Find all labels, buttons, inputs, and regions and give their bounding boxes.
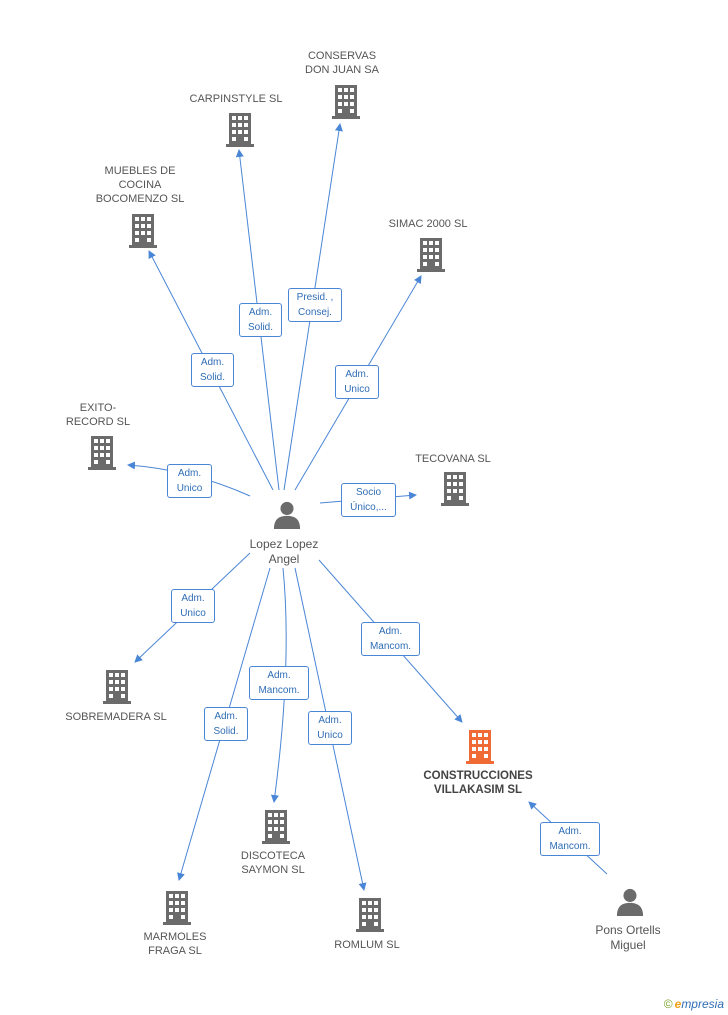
edge-label-romlum[interactable]: Adm. Unico	[308, 711, 352, 745]
company-label-marmoles[interactable]: MARMOLES FRAGA SL	[143, 931, 207, 957]
building-icon-tecovana[interactable]	[441, 472, 469, 506]
person-icon-center[interactable]	[273, 501, 301, 529]
person-label-center[interactable]: Lopez Lopez Angel	[249, 537, 319, 566]
buildings	[88, 85, 469, 932]
edge-label-muebles[interactable]: Adm. Solid.	[191, 353, 234, 387]
edge-label-sobremadera[interactable]: Adm. Unico	[171, 589, 215, 623]
edge-label-conservas[interactable]: Presid. , Consej.	[288, 288, 342, 322]
building-icon-marmoles[interactable]	[163, 891, 191, 925]
brand-name: mpresia	[681, 997, 724, 1011]
building-icon-conservas[interactable]	[332, 85, 360, 119]
edge-label-tecovana[interactable]: Socio Único,...	[341, 483, 396, 517]
building-icon-muebles[interactable]	[129, 214, 157, 248]
company-label-discoteca[interactable]: DISCOTECA SAYMON SL	[240, 850, 306, 876]
company-label-tecovana[interactable]: TECOVANA SL	[415, 453, 491, 465]
company-label-construcciones[interactable]: CONSTRUCCIONES VILLAKASIM SL	[423, 770, 533, 796]
company-label-conservas[interactable]: CONSERVAS DON JUAN SA	[305, 50, 379, 76]
copyright-icon: ©	[663, 997, 673, 1011]
edge-label-exito[interactable]: Adm. Unico	[167, 464, 212, 498]
building-icon-exito[interactable]	[88, 436, 116, 470]
person-label-pons[interactable]: Pons Ortells Miguel	[595, 923, 661, 952]
building-icon-simac[interactable]	[417, 238, 445, 272]
building-icon-construcciones[interactable]	[466, 730, 494, 764]
building-icon-sobremadera[interactable]	[103, 670, 131, 704]
company-label-romlum[interactable]: ROMLUM SL	[334, 939, 400, 951]
company-label-muebles[interactable]: MUEBLES DE COCINA BOCOMENZO SL	[95, 165, 185, 205]
brand-footer[interactable]: ©empresia	[664, 997, 724, 1011]
edge-label-simac[interactable]: Adm. Unico	[335, 365, 379, 399]
company-label-exito[interactable]: EXITO- RECORD SL	[65, 402, 131, 428]
edge-label-carpinstyle[interactable]: Adm. Solid.	[239, 303, 282, 337]
building-icon-discoteca[interactable]	[262, 810, 290, 844]
brand-e: e	[674, 997, 682, 1011]
edge-label-marmoles[interactable]: Adm. Solid.	[204, 707, 248, 741]
edge-label-pons-construcciones[interactable]: Adm. Mancom.	[540, 822, 600, 856]
edge-label-construcciones[interactable]: Adm. Mancom.	[361, 622, 420, 656]
company-label-sobremadera[interactable]: SOBREMADERA SL	[65, 711, 167, 723]
person-icon-pons[interactable]	[616, 888, 644, 916]
company-label-simac[interactable]: SIMAC 2000 SL	[388, 218, 468, 230]
building-icon-romlum[interactable]	[356, 898, 384, 932]
building-icon-carpinstyle[interactable]	[226, 113, 254, 147]
company-label-carpinstyle[interactable]: CARPINSTYLE SL	[189, 93, 283, 105]
edge-label-discoteca[interactable]: Adm. Mancom.	[249, 666, 309, 700]
